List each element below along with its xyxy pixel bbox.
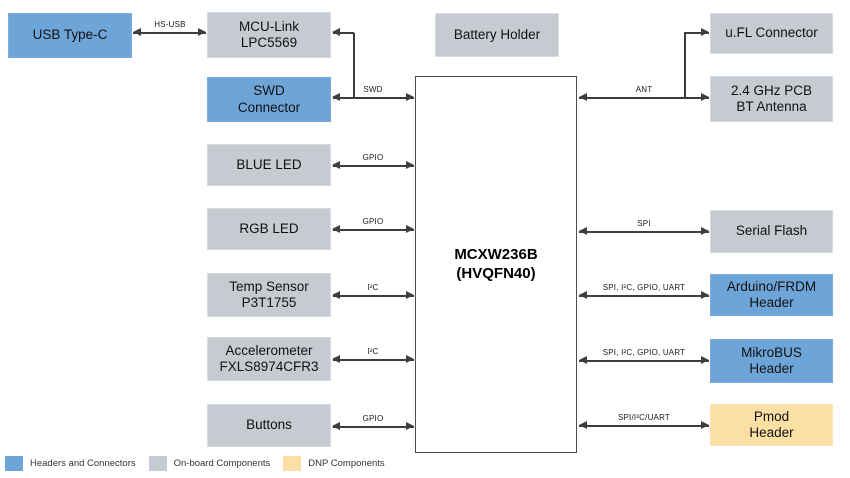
wire-gpio-blueled-label: GPIO [362,153,384,162]
wire-mikrobus-bus-arrow-right [701,356,709,364]
wire-ant-line [579,97,709,99]
wire-swd-arrow-right [406,93,414,101]
wire-gpio-rgbled-label: GPIO [362,217,384,226]
wire-i2c-temp-label: I²C [367,283,379,292]
legend-label: Headers and Connectors [30,458,136,469]
wire-swd-to-mculink [333,32,354,34]
block-ufl-connector: u.FL Connector [710,13,833,54]
wire-pmod-bus-label: SPI/I²C/UART [617,413,671,422]
wire-mikrobus-bus-arrow-left [579,356,587,364]
wire-spi-flash-line [579,231,709,233]
legend-swatch-blue [5,456,23,471]
chip-name: MCXW236B [454,245,538,263]
wire-mikrobus-bus-line [579,360,709,362]
block-swd-connector: SWD Connector [207,77,331,122]
wire-gpio-rgbled-arrow-right [406,225,414,233]
block-rgb-led: RGB LED [207,208,331,250]
block-mikrobus-header: MikroBUS Header [710,339,833,383]
wire-i2c-temp-arrow-right [406,291,414,299]
wire-ant-label: ANT [635,85,653,94]
legend-item-dnp-components: DNP Components [283,456,385,471]
block-temp-sensor: Temp Sensor P3T1755 [207,273,331,317]
wire-i2c-accel-line [333,359,414,361]
block-pmod-header: Pmod Header [710,404,833,446]
wire-hs-usb-line [133,32,206,34]
wire-gpio-rgbled-line [333,229,414,231]
legend-label: On-board Components [173,458,271,469]
wire-spi-flash-label: SPI [637,219,651,228]
block-accelerometer: Accelerometer FXLS8974CFR3 [207,337,331,381]
wire-hs-usb-arrow-right [198,28,206,36]
wire-i2c-accel-arrow-right [406,355,414,363]
wire-gpio-buttons-arrow-left [332,422,340,430]
block-mcu-link: MCU-Link LPC5569 [207,12,331,58]
block-serial-flash: Serial Flash [710,210,833,253]
wire-spi-flash-arrow-left [579,227,587,235]
block-battery-holder: Battery Holder [435,13,559,57]
wire-i2c-temp-line [333,295,414,297]
wire-i2c-accel-arrow-left [332,355,340,363]
block-buttons: Buttons [207,404,331,447]
wire-gpio-blueled-arrow-left [332,161,340,169]
block-mcu-chip: MCXW236B (HVQFN40) [415,76,577,453]
wire-pmod-bus-arrow-left [579,421,587,429]
wire-arduino-bus-line [579,295,709,297]
block-blue-led: BLUE LED [207,144,331,186]
wire-gpio-buttons-line [333,426,414,428]
wire-gpio-rgbled-arrow-left [332,225,340,233]
legend-swatch-orange [283,456,302,471]
wire-pmod-bus-arrow-right [701,421,709,429]
wire-spi-flash-arrow-right [701,227,709,235]
block-usb-type-c: USB Type-C [8,13,132,58]
legend-label: DNP Components [308,458,385,469]
legend: Headers and Connectors On-board Componen… [5,456,385,471]
wire-arduino-bus-arrow-left [579,291,587,299]
wire-gpio-buttons-label: GPIO [362,414,384,423]
wire-arduino-bus-arrow-right [701,291,709,299]
chip-package: (HVQFN40) [456,264,536,282]
wire-i2c-accel-label: I²C [367,347,379,356]
wire-ufl-line [684,32,709,34]
wire-swd-vertical [353,33,355,98]
legend-swatch-gray [148,456,167,471]
legend-item-onboard-components: On-board Components [148,456,271,471]
wire-hs-usb-label: HS-USB [154,20,186,29]
wire-swd-line [333,97,414,99]
wire-hs-usb-arrow-left [133,28,141,36]
wire-swd-arrow-mculink [332,28,340,36]
wire-mikrobus-bus-label: SPI, I²C, GPIO, UART [602,348,686,357]
block-arduino-frdm-header: Arduino/FRDM Header [710,274,833,316]
block-bt-antenna: 2.4 GHz PCB BT Antenna [710,76,833,122]
wire-gpio-buttons-arrow-right [406,422,414,430]
legend-item-headers-connectors: Headers and Connectors [5,456,136,471]
wire-swd-arrow-left [332,93,340,101]
wire-ant-arrow-right [701,93,709,101]
wire-gpio-blueled-arrow-right [406,161,414,169]
wire-i2c-temp-arrow-left [332,291,340,299]
wire-arduino-bus-label: SPI, I²C, GPIO, UART [602,283,686,292]
wire-ant-vertical [684,33,686,98]
wire-gpio-blueled-line [333,165,414,167]
wire-swd-label: SWD [363,85,383,94]
wire-ant-arrow-left [579,93,587,101]
wire-pmod-bus-line [579,425,709,427]
wire-ufl-arrow-right [701,28,709,36]
